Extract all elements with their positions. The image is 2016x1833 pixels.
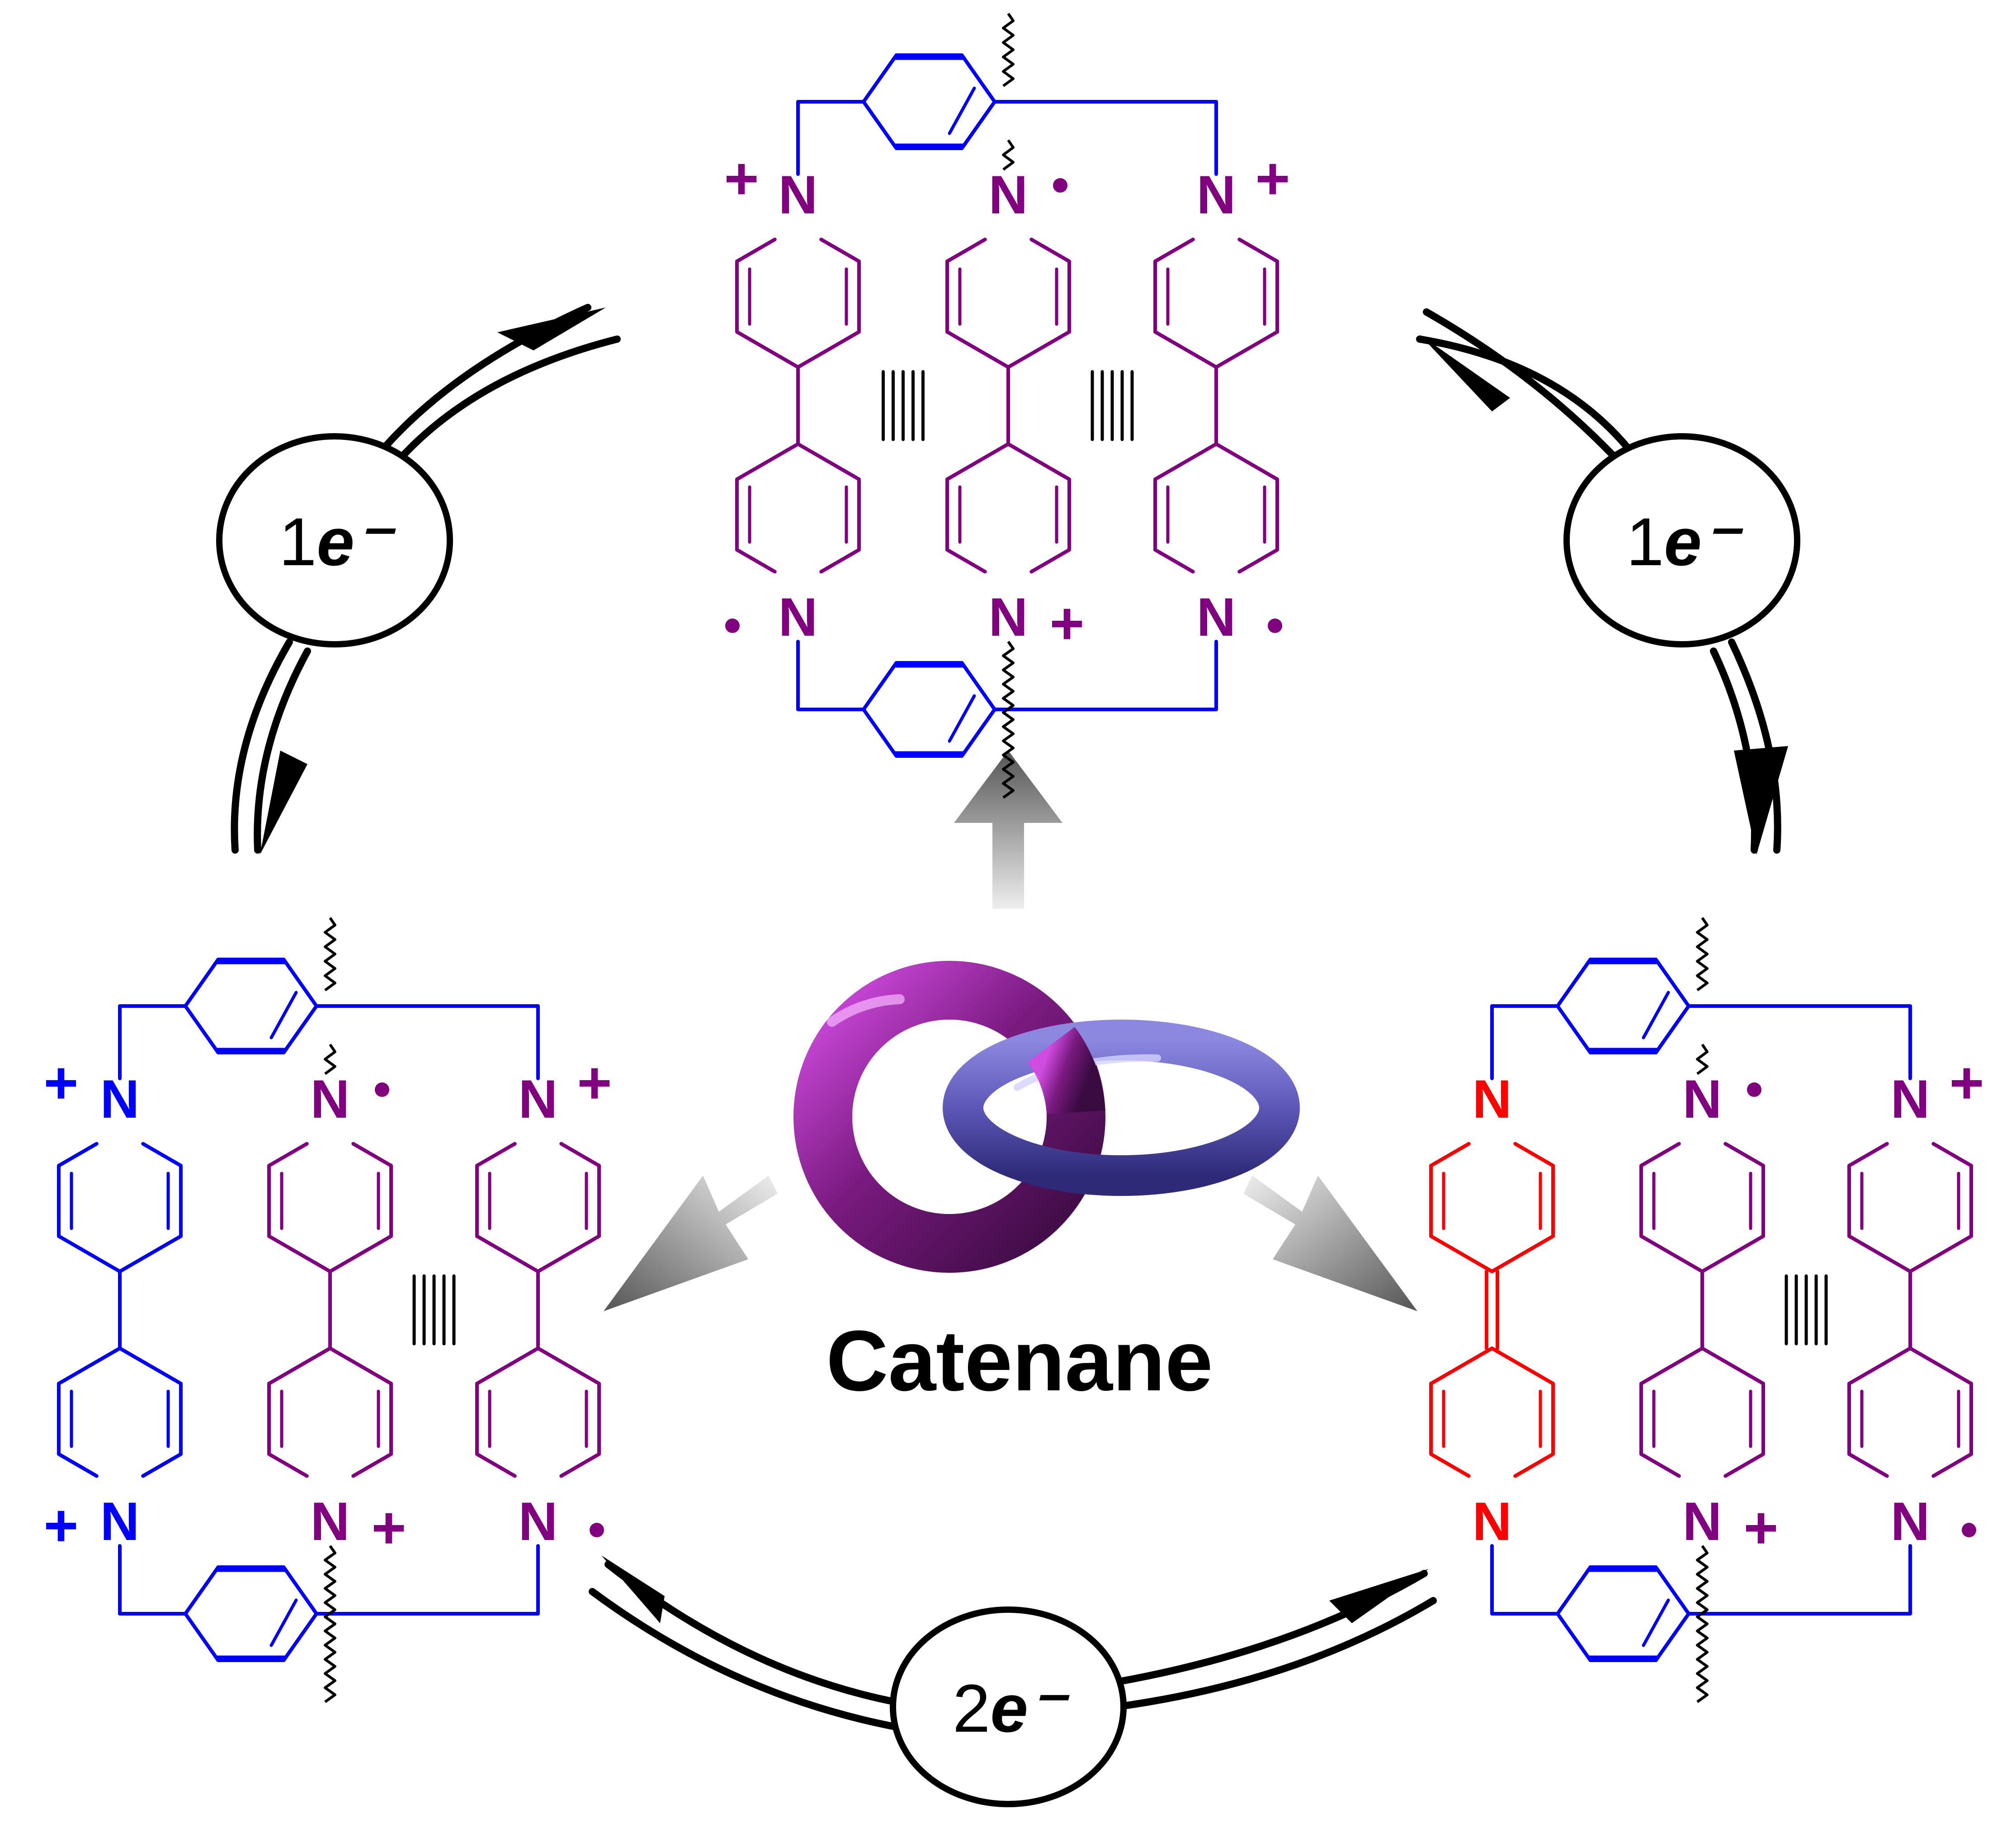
equilibrium-arrow-icon <box>589 1588 901 1731</box>
nitrogen-atom: N <box>1683 1069 1722 1129</box>
wavy-bond <box>324 917 336 992</box>
electron-label-left: 1e⁻ <box>216 433 453 647</box>
positive-charge: + <box>577 1049 612 1116</box>
positive-charge: + <box>43 1492 78 1559</box>
positive-charge: + <box>43 1049 78 1116</box>
nitrogen-atom: N <box>1473 1491 1512 1552</box>
radical-dot <box>1268 619 1282 633</box>
electron-symbol: e⁻ <box>990 1670 1069 1746</box>
svg-text:1e⁻: 1e⁻ <box>1626 504 1743 580</box>
electron-count: 2 <box>953 1670 990 1746</box>
nitrogen-atom: N <box>989 587 1028 647</box>
wavy-bond <box>1002 139 1015 171</box>
arrowhead-icon <box>260 751 307 855</box>
wavy-bond <box>1002 641 1015 799</box>
equilibrium-arrows <box>231 304 1788 1731</box>
radical-dot <box>375 1082 389 1097</box>
nitrogen-atom: N <box>311 1491 350 1552</box>
equilibrium-arrow-icon <box>254 647 311 854</box>
nitrogen-atom: N <box>519 1491 558 1552</box>
electron-label-bottom: 2e⁻ <box>890 1606 1127 1807</box>
nitrogen-atom: N <box>311 1069 350 1129</box>
nitrogen-atom: N <box>989 165 1028 225</box>
nitrogen-atom: N <box>1683 1491 1722 1552</box>
svg-text:2e⁻: 2e⁻ <box>953 1670 1070 1746</box>
positive-charge: + <box>1255 145 1290 212</box>
wavy-bond <box>1002 13 1015 87</box>
gray-block-arrow-up <box>954 751 1062 909</box>
radical-dot <box>1747 1082 1761 1097</box>
arrowhead-icon <box>1734 746 1788 855</box>
nitrogen-atom: N <box>779 587 818 647</box>
electron-count: 1 <box>1626 504 1664 580</box>
arrowhead-icon <box>1420 335 1510 411</box>
wavy-bond <box>324 1044 336 1075</box>
electron-count: 1 <box>279 504 316 580</box>
equilibrium-arrow-icon <box>1416 335 1631 451</box>
radical-dot <box>590 1523 604 1537</box>
equilibrium-arrow-icon <box>394 335 621 465</box>
svg-text:1e⁻: 1e⁻ <box>279 504 396 580</box>
gray-block-arrow-right <box>1243 1176 1417 1311</box>
arrowhead-icon <box>1329 1569 1429 1623</box>
positive-charge: + <box>1743 1494 1778 1561</box>
arrowhead-icon <box>601 1555 665 1623</box>
positive-charge: + <box>371 1494 406 1561</box>
gray-block-arrow-left <box>604 1176 778 1311</box>
wavy-bond <box>1696 1044 1709 1075</box>
positive-charge: + <box>724 145 759 212</box>
nitrogen-atom: N <box>1891 1491 1930 1552</box>
radical-dot <box>1962 1523 1976 1537</box>
nitrogen-atom: N <box>1197 587 1236 647</box>
positive-charge: + <box>1949 1049 1984 1116</box>
wavy-bond <box>1696 917 1709 992</box>
equilibrium-arrow-icon <box>1423 308 1622 465</box>
equilibrium-arrow-icon <box>1113 1597 1437 1710</box>
wavy-bond <box>324 1545 336 1703</box>
electron-symbol: e⁻ <box>316 504 396 580</box>
nitrogen-atom: N <box>100 1491 140 1552</box>
radical-dot <box>725 619 740 633</box>
catenane-rings-icon <box>793 961 1300 1273</box>
electron-label-right: 1e⁻ <box>1563 433 1800 647</box>
caption-catenane: Catenane <box>826 1313 1213 1409</box>
arrowhead-icon <box>497 307 606 350</box>
wavy-bond <box>1696 1545 1709 1703</box>
electron-symbol: e⁻ <box>1664 504 1743 580</box>
positive-charge: + <box>1049 590 1084 657</box>
radical-dot <box>1053 178 1067 193</box>
equilibrium-arrow-icon <box>231 638 293 854</box>
